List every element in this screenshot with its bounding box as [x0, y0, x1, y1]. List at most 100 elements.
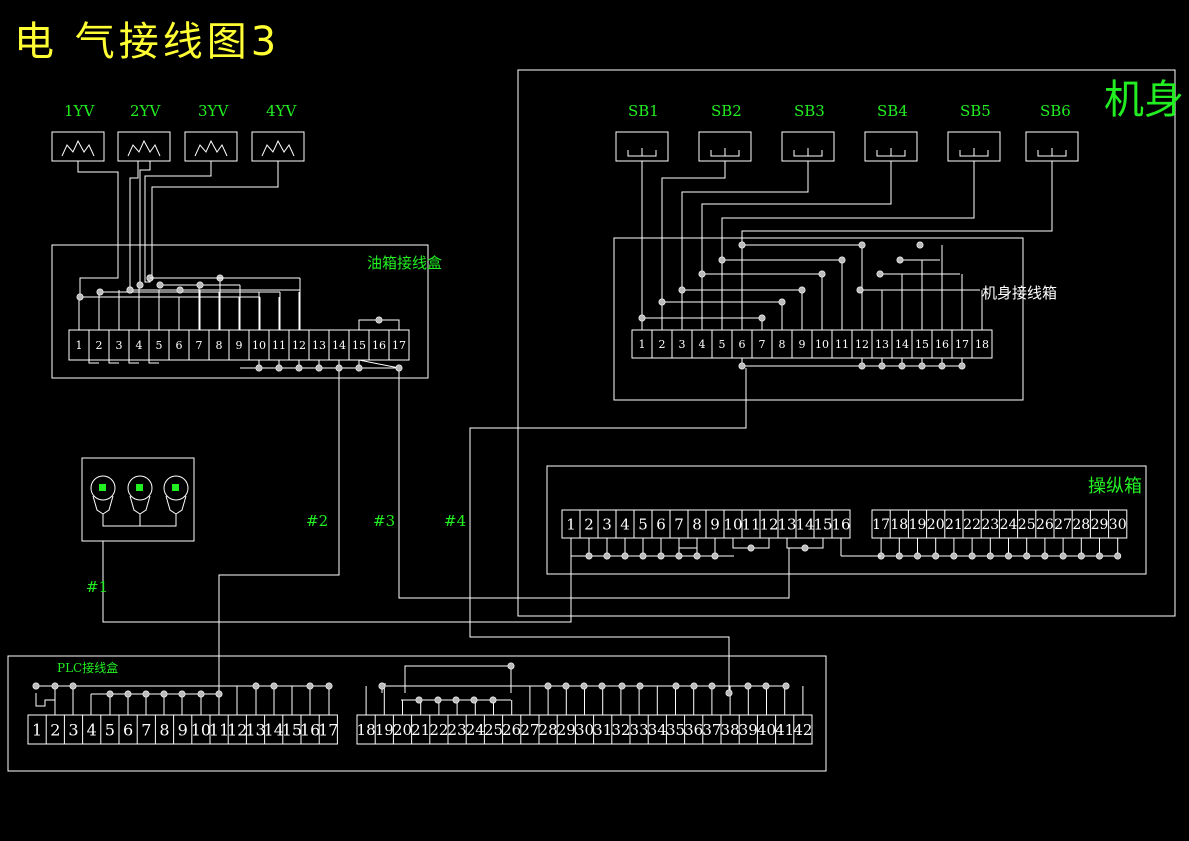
wire-junction: [124, 690, 132, 698]
wire-junction: [378, 682, 386, 690]
wire-junction: [658, 298, 666, 306]
wire-junction: [434, 696, 442, 704]
terminal-label: 9: [236, 339, 243, 352]
wire-junction: [96, 288, 104, 296]
terminal-label: 9: [799, 338, 806, 351]
wire-junction: [178, 690, 186, 698]
terminal-label: 13: [875, 338, 889, 351]
wire-junction: [452, 696, 460, 704]
terminal-label: 32: [611, 721, 630, 739]
wire-junction: [718, 256, 726, 264]
button-icon: [781, 131, 835, 162]
wire-junction: [621, 552, 629, 560]
terminal-label: 6: [739, 338, 746, 351]
terminal-label: 3: [68, 720, 78, 739]
wire-junction: [708, 682, 716, 690]
terminal-label: 36: [684, 721, 703, 739]
wire-junction: [562, 682, 570, 690]
terminal-label: 9: [710, 515, 720, 533]
terminal-label: 19: [909, 517, 927, 533]
wire-junction: [489, 696, 497, 704]
terminal-label: 26: [502, 721, 521, 739]
wire-junction: [856, 286, 864, 294]
button-icon: [615, 131, 669, 162]
button-icon: [947, 131, 1001, 162]
wire-junction: [142, 690, 150, 698]
wire-junction: [255, 364, 263, 372]
button-label-2: SB2: [711, 102, 742, 120]
terminal-label: 8: [692, 515, 702, 533]
wire-junction: [197, 690, 205, 698]
terminal-label: 8: [779, 338, 786, 351]
terminal-label: 4: [620, 515, 630, 533]
terminal-label: 22: [963, 517, 981, 533]
terminal-label: 16: [372, 339, 386, 352]
button-label-5: SB5: [960, 102, 991, 120]
lamp-box-frame: [81, 457, 195, 542]
valve-icon: [184, 131, 238, 162]
terminal-label: 8: [159, 720, 169, 739]
body-box-frame: [613, 237, 1024, 401]
wire-junction: [580, 682, 588, 690]
valve-label-1: 1YV: [64, 102, 95, 120]
wire-junction: [895, 552, 903, 560]
terminal-label: 2: [659, 338, 666, 351]
terminal-label: 30: [575, 721, 594, 739]
wire-junction: [858, 241, 866, 249]
wire-junction: [878, 362, 886, 370]
wire-junction: [968, 552, 976, 560]
wire-junction: [1041, 552, 1049, 560]
terminal-label: 17: [392, 339, 406, 352]
wire-junction: [639, 552, 647, 560]
plc-box-frame: [7, 655, 827, 772]
terminal-label: 15: [813, 515, 832, 533]
wire-junction: [1023, 552, 1031, 560]
terminal-label: 11: [741, 515, 760, 533]
terminal-label: 10: [815, 338, 829, 351]
wire-junction: [950, 552, 958, 560]
wire-junction: [657, 552, 665, 560]
wire-junction: [156, 281, 164, 289]
terminal-label: 15: [915, 338, 929, 351]
terminal-label: 31: [593, 721, 612, 739]
terminal-label: 13: [777, 515, 796, 533]
wire-junction: [51, 682, 59, 690]
wire-junction: [1077, 552, 1085, 560]
wire-junction: [675, 552, 683, 560]
wire-junction: [876, 270, 884, 278]
wire-junction: [778, 298, 786, 306]
wire-junction: [638, 314, 646, 322]
wire-junction: [958, 362, 966, 370]
terminal-label: 5: [156, 339, 163, 352]
terminal-label: 18: [357, 721, 376, 739]
wire-junction: [603, 552, 611, 560]
terminal-label: 2: [50, 720, 60, 739]
wire-junction: [136, 281, 144, 289]
wire-junction: [618, 682, 626, 690]
terminal-label: 12: [855, 338, 869, 351]
terminal-label: 15: [282, 720, 302, 739]
wire-3: [398, 368, 790, 599]
wire-junction: [747, 544, 755, 552]
terminal-label: 33: [630, 721, 649, 739]
oil-box-frame: [51, 244, 429, 379]
valve-icon: [117, 131, 171, 162]
machine-body-label: 机身: [1104, 77, 1184, 123]
button-label-6: SB6: [1040, 102, 1071, 120]
terminal-label: 6: [656, 515, 666, 533]
wire-junction: [672, 682, 680, 690]
wire-junction: [738, 362, 746, 370]
terminal-label: 20: [927, 517, 945, 533]
terminal-label: 3: [602, 515, 612, 533]
wire-junction: [470, 696, 478, 704]
terminal-label: 6: [176, 339, 183, 352]
terminal-label: 3: [679, 338, 686, 351]
wire-tag-2: #2: [306, 512, 329, 530]
control-box-label: 操纵箱: [1088, 476, 1142, 497]
wire-junction: [325, 682, 333, 690]
terminal-label: 11: [272, 339, 286, 352]
terminal-label: 23: [448, 721, 467, 739]
terminal-label: 5: [638, 515, 648, 533]
wire-junction: [818, 270, 826, 278]
wire-junction: [196, 281, 204, 289]
